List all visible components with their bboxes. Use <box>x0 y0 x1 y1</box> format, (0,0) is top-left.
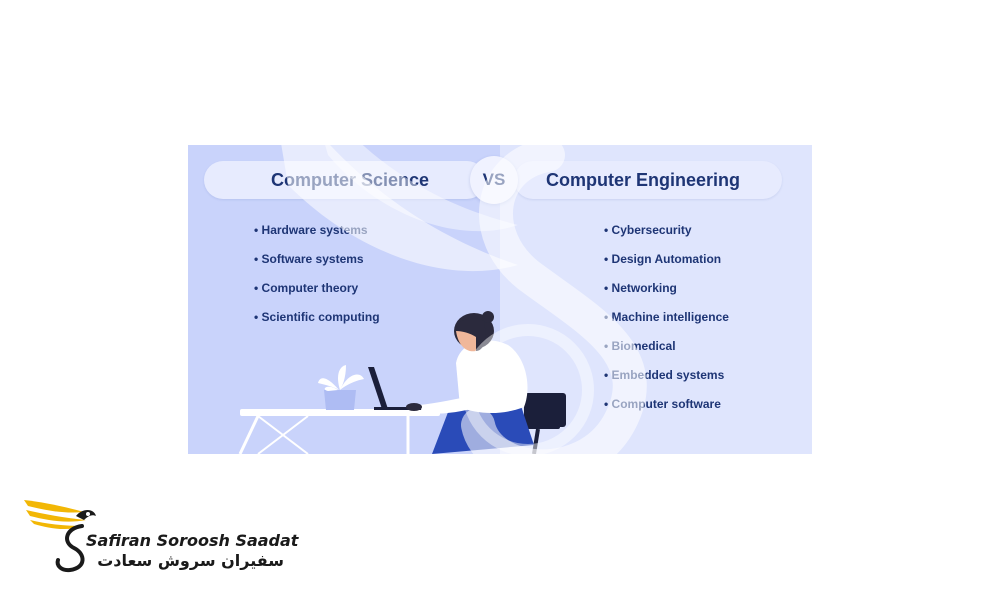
plant-icon <box>318 365 364 410</box>
desk-top <box>240 409 440 416</box>
brand-name-persian: سفیران سروش سعادت <box>97 551 284 570</box>
person-figure <box>406 311 534 454</box>
laptop-icon <box>368 367 422 410</box>
eagle-logo-icon <box>24 500 96 573</box>
brand-logo: Safiran Soroosh Saadat سفیران سروش سعادت <box>22 494 312 578</box>
list-item: Scientific computing <box>254 310 380 339</box>
list-item: Computer theory <box>254 281 380 310</box>
comparison-panel: Computer Science Computer Engineering VS… <box>188 145 812 454</box>
person-at-desk-illustration <box>238 311 566 454</box>
brand-name-english: Safiran Soroosh Saadat <box>86 531 299 550</box>
